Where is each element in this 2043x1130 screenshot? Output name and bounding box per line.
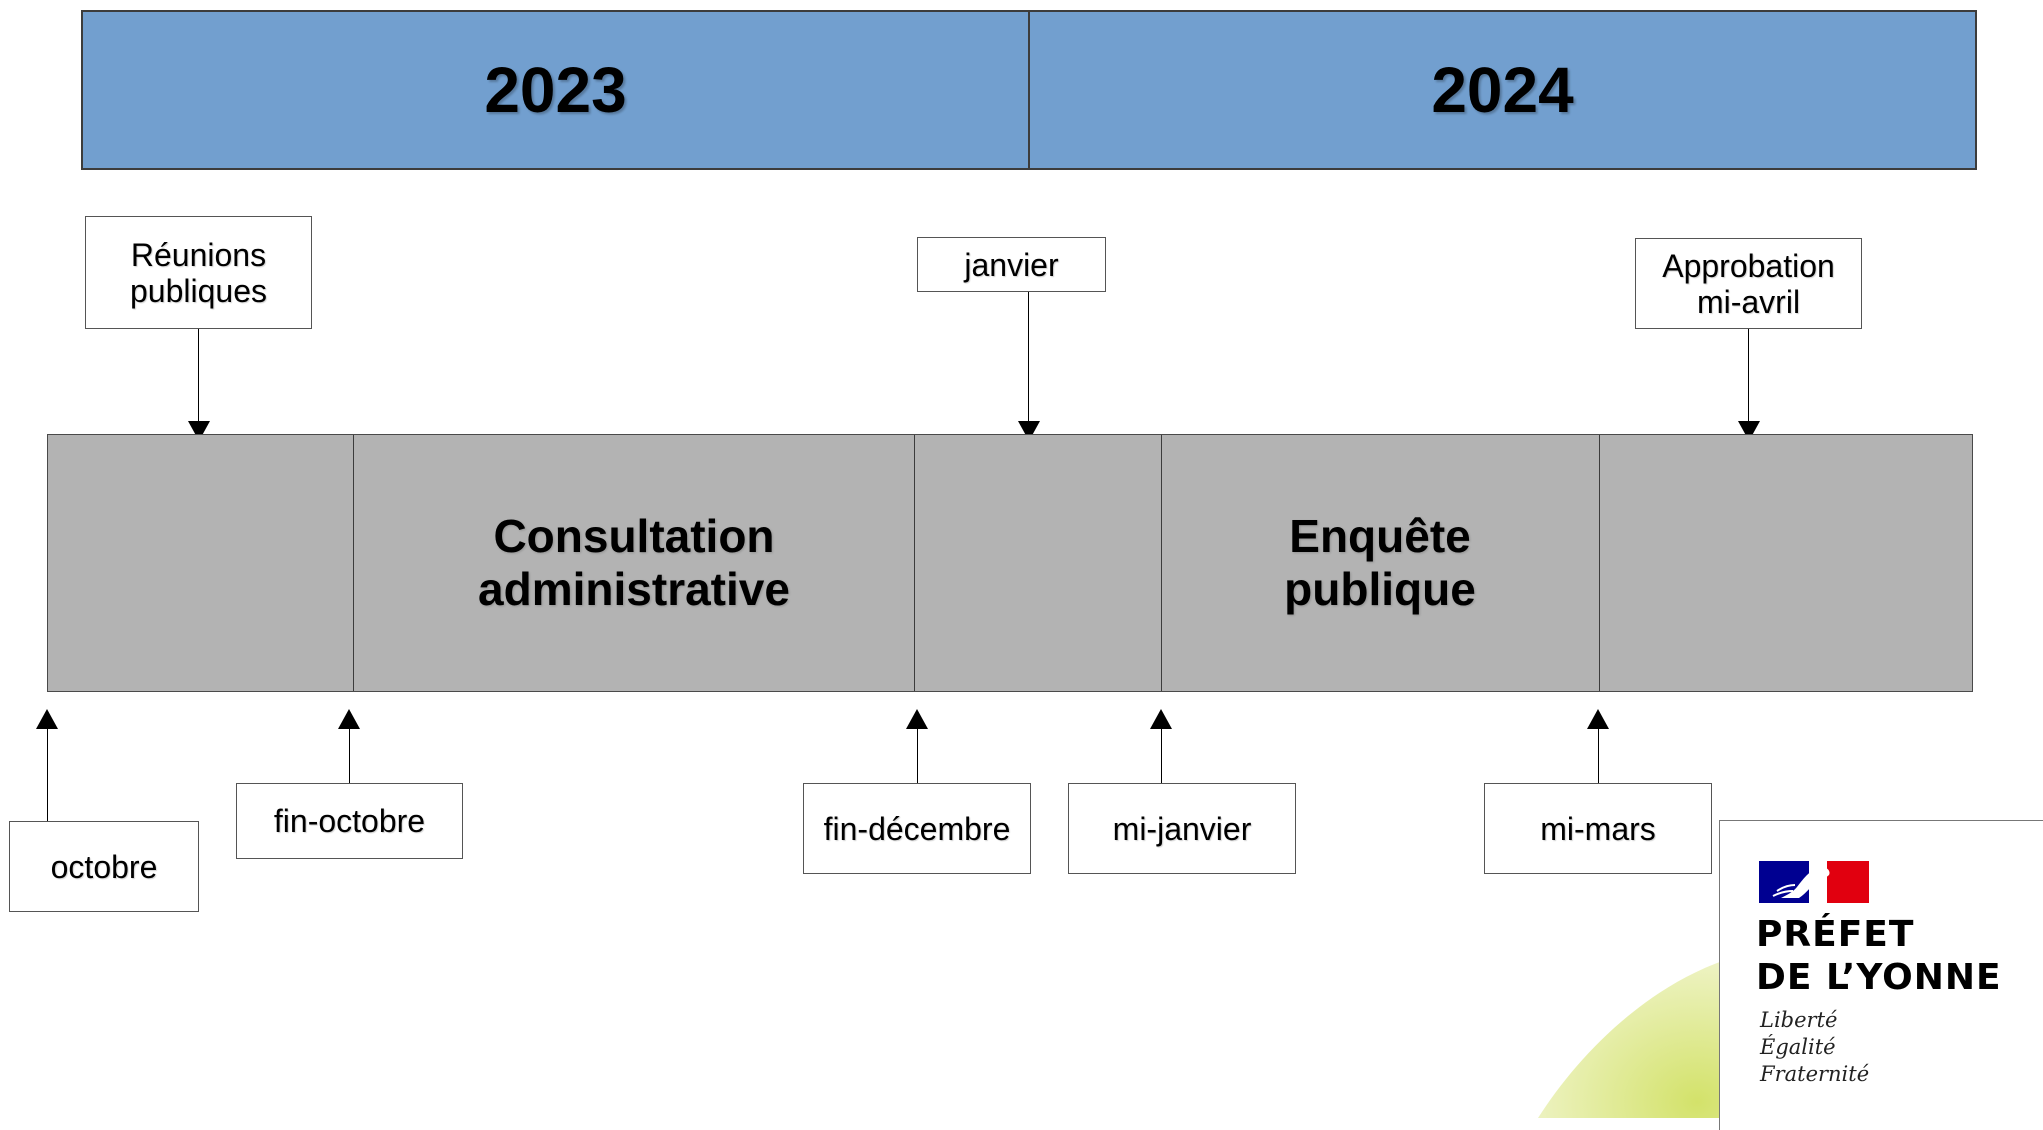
year-2023: 2023 [484,54,627,126]
callout-octobre: octobre [9,821,199,912]
connector-line [1598,728,1599,783]
connector-line [917,728,918,783]
marianne-flag-icon [1759,861,1869,903]
arrow-up-icon [906,709,928,729]
connector-line [349,728,350,783]
timeline-bar: Consultation administrative Enquête publ… [47,434,1973,692]
callout-approbation: Approbation mi-avril [1635,238,1862,329]
arrow-up-icon [338,709,360,729]
segment-divider [914,435,915,691]
phase-consultation-administrative: Consultation administrative [478,510,790,615]
logo-title: PRÉFET DE L’YONNE [1756,913,2002,999]
prefecture-logo: PRÉFET DE L’YONNE Liberté Égalité Frater… [1719,820,2043,1130]
logo-title-line1: PRÉFET [1756,914,1915,955]
callout-fin-octobre: fin-octobre [236,783,463,859]
motto-liberte: Liberté [1760,1008,1838,1032]
motto-egalite: Égalité [1760,1035,1836,1059]
callout-reunions-publiques: Réunions publiques [85,216,312,329]
connector-line [1028,292,1029,421]
phase-enquete-publique: Enquête publique [1284,510,1476,615]
republic-motto: Liberté Égalité Fraternité [1760,1007,1869,1088]
segment-divider [1161,435,1162,691]
callout-mi-mars: mi-mars [1484,783,1712,874]
arrow-up-icon [1150,709,1172,729]
year-2024: 2024 [1028,12,1975,168]
year-header-band: 2023 2024 [81,10,1977,170]
callout-mi-janvier: mi-janvier [1068,783,1296,874]
arrow-up-icon [1587,709,1609,729]
logo-title-line2: DE L’YONNE [1756,957,2002,998]
arrow-up-icon [36,709,58,729]
segment-divider [353,435,354,691]
callout-janvier: janvier [917,237,1106,292]
connector-line [1161,728,1162,783]
motto-fraternite: Fraternité [1760,1062,1870,1086]
segment-divider [1599,435,1600,691]
connector-line [198,329,199,421]
callout-fin-decembre: fin-décembre [803,783,1031,874]
connector-line [1748,329,1749,421]
connector-line [47,728,48,821]
